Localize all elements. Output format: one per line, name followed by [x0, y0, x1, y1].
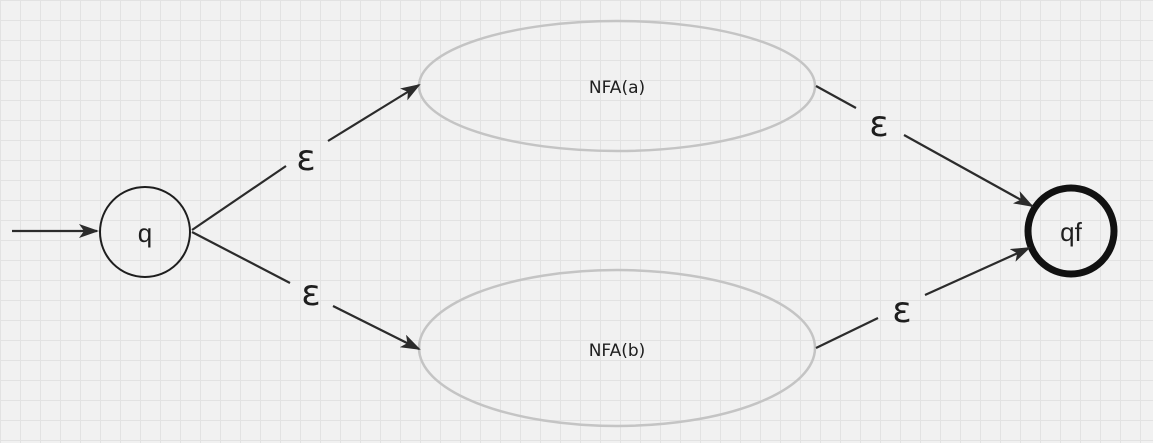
epsilon-label-b-qf: ε [892, 290, 911, 331]
transition-q-to-nfa-a: ε [191, 83, 421, 231]
state-qf-label: qf [1060, 217, 1082, 247]
nfa-b-label: NFA(b) [589, 341, 646, 361]
subautomaton-nfa-b[interactable]: NFA(b) [417, 268, 817, 428]
transition-nfa-a-to-qf: ε [815, 85, 1034, 207]
state-q-label: q [138, 218, 152, 248]
state-q[interactable]: q [99, 186, 191, 278]
epsilon-label-q-a: ε [296, 138, 315, 179]
transition-nfa-b-to-qf: ε [815, 246, 1031, 349]
subautomaton-nfa-a[interactable]: NFA(a) [417, 19, 817, 153]
nfa-a-label: NFA(a) [589, 78, 645, 98]
epsilon-label-q-b: ε [301, 273, 320, 314]
epsilon-label-a-qf: ε [869, 104, 888, 145]
state-qf[interactable]: qf [1024, 184, 1118, 278]
transition-q-to-nfa-b: ε [191, 231, 421, 350]
